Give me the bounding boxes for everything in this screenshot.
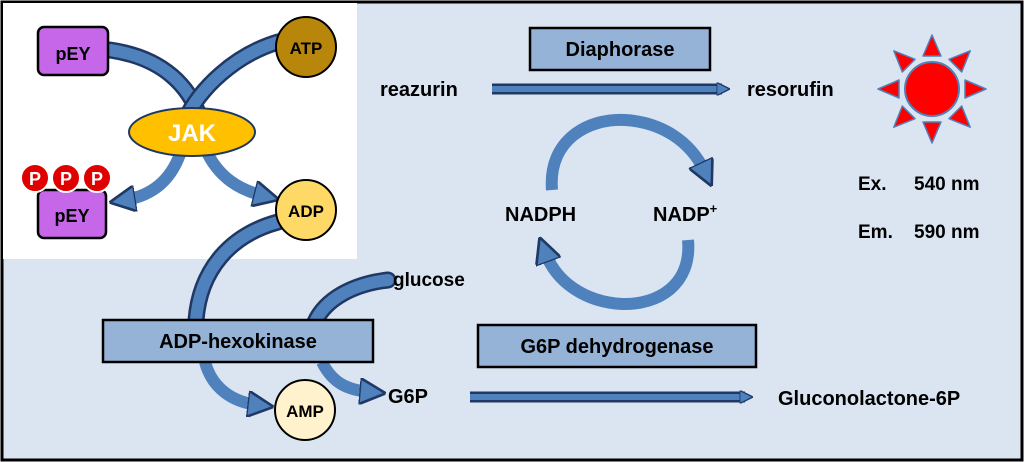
atp-node bbox=[275, 16, 337, 78]
adp-hexokinase-box bbox=[101, 318, 375, 364]
fluorescence-sun-icon bbox=[877, 34, 987, 144]
reazurin-label: reazurin bbox=[380, 79, 458, 101]
glucose-label: glucose bbox=[393, 270, 465, 291]
phosphate-label: P bbox=[29, 169, 41, 189]
g6p-label: G6P bbox=[388, 386, 428, 408]
cofactor-cycle-arrows bbox=[545, 113, 705, 311]
sun-ray bbox=[948, 50, 971, 73]
coupling-arrows bbox=[187, 213, 397, 405]
sun-ray bbox=[948, 105, 971, 128]
excitation-value: 540 nm bbox=[914, 174, 979, 195]
sun-ray bbox=[893, 50, 916, 73]
jak-enzyme-ellipse bbox=[128, 107, 256, 157]
nadp-charge: + bbox=[710, 201, 718, 216]
jak-enzyme-label: JAK bbox=[168, 120, 217, 147]
adp-hexokinase-label: ADP-hexokinase bbox=[159, 331, 317, 353]
sun-ray bbox=[922, 34, 942, 57]
sun-ray bbox=[922, 121, 942, 144]
substrate-peptide-box bbox=[36, 25, 110, 77]
adp-label: ADP bbox=[288, 202, 324, 221]
atp-label: ATP bbox=[290, 39, 323, 58]
nadp-label: NADP+ bbox=[653, 201, 718, 226]
phosphate-groups: P P P bbox=[20, 163, 112, 193]
nadp-text: NADP bbox=[653, 204, 710, 226]
emission-label: Em. bbox=[858, 222, 893, 243]
nadph-label: NADPH bbox=[505, 204, 576, 226]
sun-ray bbox=[877, 79, 900, 99]
product-peptide-label: pEY bbox=[54, 206, 89, 226]
excitation-label: Ex. bbox=[858, 174, 887, 195]
sun-ray bbox=[964, 79, 987, 99]
phosphate-circle bbox=[82, 163, 112, 193]
phosphate-circle bbox=[20, 163, 50, 193]
g6p-dehydrogenase-label: G6P dehydrogenase bbox=[520, 336, 713, 358]
phosphate-circle bbox=[51, 163, 81, 193]
amp-node bbox=[274, 379, 336, 441]
sun-ray bbox=[893, 105, 916, 128]
diaphorase-label: Diaphorase bbox=[566, 39, 675, 61]
gluconolactone-label: Gluconolactone-6P bbox=[778, 388, 960, 410]
emission-value: 590 nm bbox=[914, 222, 979, 243]
substrate-peptide-label: pEY bbox=[55, 44, 90, 64]
adp-node bbox=[275, 179, 337, 241]
resorufin-label: resorufin bbox=[747, 79, 834, 101]
diaphorase-box bbox=[528, 26, 712, 72]
amp-label: AMP bbox=[286, 402, 324, 421]
g6p-dehydrogenase-box bbox=[476, 323, 758, 369]
phosphate-label: P bbox=[60, 169, 72, 189]
phosphate-label: P bbox=[91, 169, 103, 189]
